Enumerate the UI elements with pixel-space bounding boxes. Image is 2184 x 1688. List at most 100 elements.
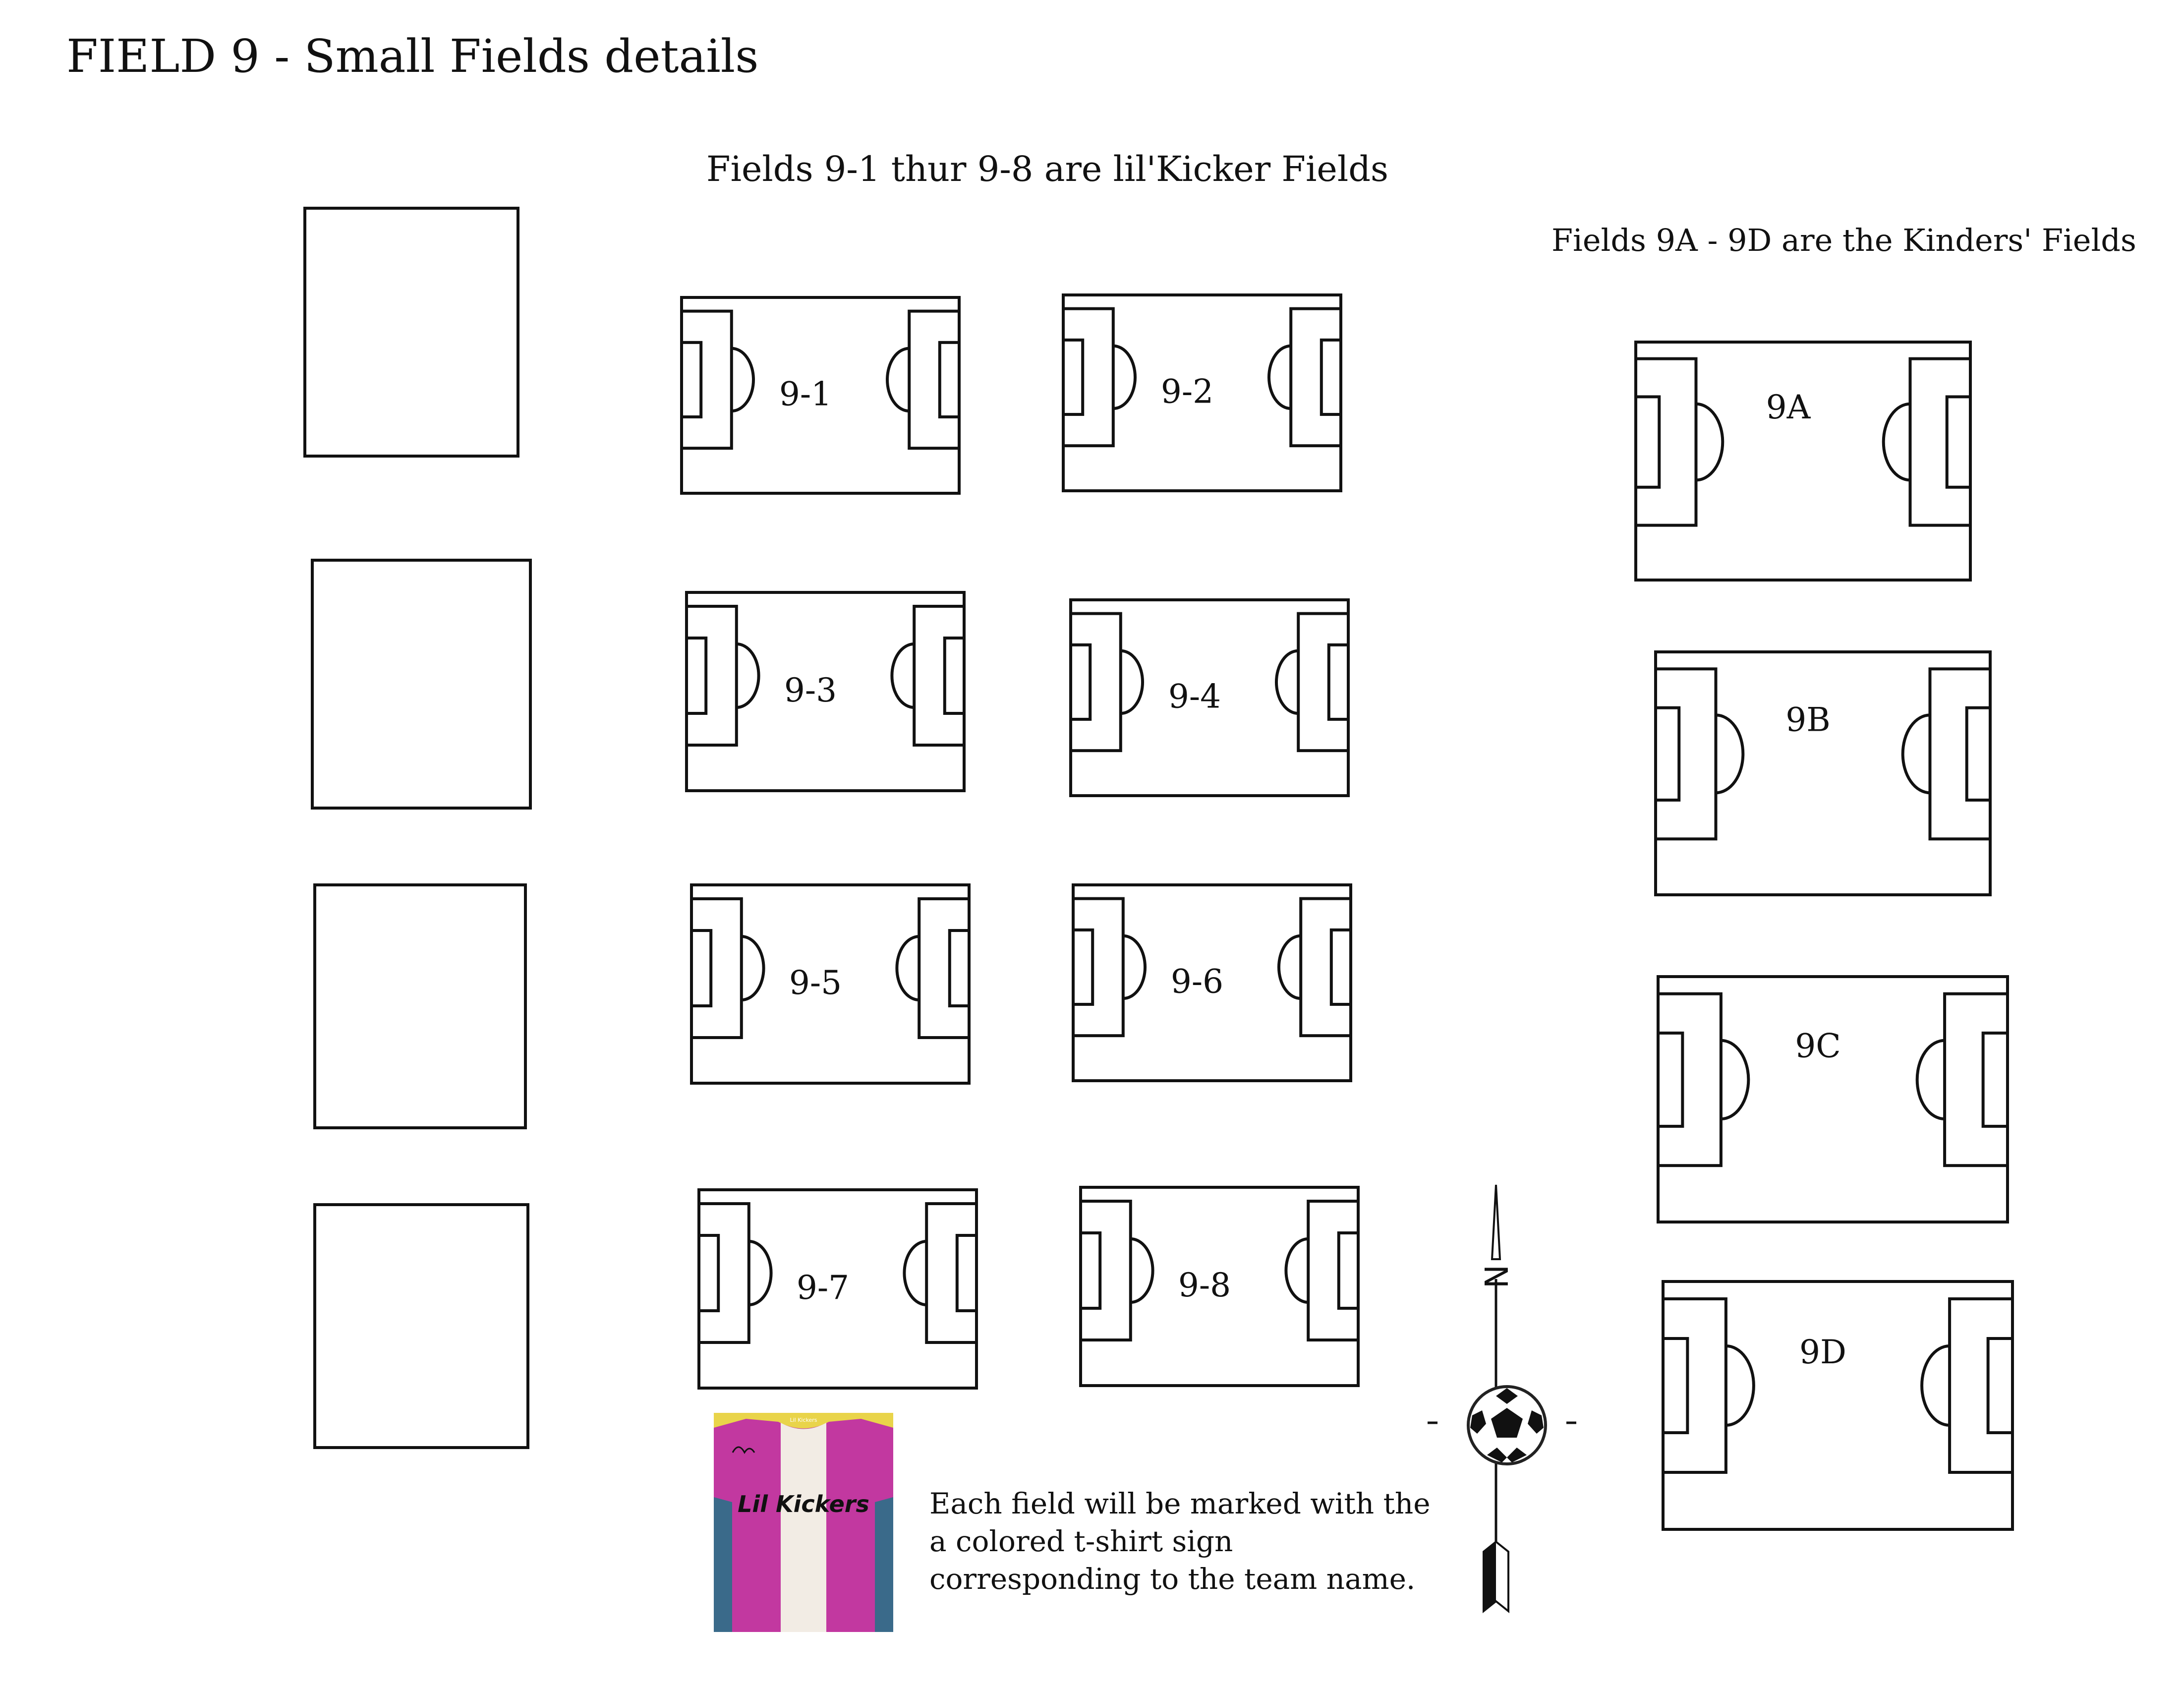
penalty-arc-left <box>1113 344 1137 410</box>
goal-area-left <box>1657 1031 1684 1128</box>
lil-kicker-field-1: 9-1 <box>680 296 961 495</box>
pitch-outline <box>685 591 966 792</box>
goal-area-left <box>1634 395 1661 489</box>
south-arrow-icon <box>1483 1540 1509 1614</box>
penalty-arc-right <box>1284 1237 1309 1304</box>
goal-area-left <box>680 341 703 418</box>
penalty-arc-left <box>1725 1344 1755 1427</box>
goal-area-right <box>1986 1337 2014 1434</box>
goal-area-right <box>1320 338 1343 416</box>
penalty-arc-left <box>1716 713 1745 795</box>
pitch-outline <box>1634 341 1972 582</box>
goal-area-left <box>1662 1337 1689 1434</box>
goal-area-right <box>938 341 961 418</box>
penalty-arc-left <box>1120 649 1145 715</box>
penalty-arc-right <box>885 347 910 413</box>
penalty-arc-right <box>1915 1039 1945 1121</box>
compass-north-label: N <box>1477 1265 1513 1288</box>
goal-area-right <box>948 929 971 1007</box>
sign-note: Each field will be marked with the a col… <box>929 1485 1431 1598</box>
goal-area-right <box>1327 643 1350 721</box>
lil-kicker-field-6: 9-6 <box>1072 883 1353 1082</box>
pitch-outline <box>680 296 961 495</box>
penalty-arc-right <box>1274 649 1299 715</box>
pitch-outline <box>1657 975 2009 1223</box>
penalty-arc-left <box>741 935 765 1001</box>
field-label: 9-6 <box>1171 962 1223 1000</box>
penalty-arc-left <box>748 1240 773 1306</box>
sign-note-line: Each field will be marked with the <box>929 1487 1431 1520</box>
goal-area-right <box>1329 928 1353 1006</box>
sign-note-line: corresponding to the team name. <box>929 1562 1416 1596</box>
field-label: 9B <box>1785 701 1831 739</box>
kinder-field-b: 9B <box>1654 650 1992 896</box>
goal-area-left <box>690 929 713 1007</box>
goal-area-right <box>943 637 966 715</box>
penalty-arc-right <box>890 642 915 709</box>
lil-kicker-field-2: 9-2 <box>1062 293 1343 492</box>
field-label: 9D <box>1799 1333 1846 1371</box>
penalty-arc-left <box>736 642 760 709</box>
empty-plot <box>313 883 527 1129</box>
kinder-caption: Fields 9A - 9D are the Kinders' Fields <box>1552 222 2136 258</box>
penalty-arc-left <box>1123 934 1147 1000</box>
pitch-outline <box>1062 293 1342 492</box>
pitch-outline <box>690 883 971 1085</box>
pitch-outline <box>1654 650 1992 896</box>
field-label: 9-3 <box>784 671 837 709</box>
penalty-arc-right <box>1920 1344 1950 1427</box>
lil-kicker-field-3: 9-3 <box>685 591 966 792</box>
penalty-arc-left <box>1696 402 1724 482</box>
field-label: 9-7 <box>797 1269 849 1307</box>
penalty-arc-left <box>731 347 755 413</box>
field-label: 9-1 <box>779 375 832 413</box>
field-label: 9-2 <box>1161 372 1213 410</box>
empty-plot <box>311 559 532 810</box>
goal-area-left <box>685 637 708 715</box>
goal-area-left <box>1062 338 1085 416</box>
goal-area-left <box>1079 1231 1102 1310</box>
empty-plot <box>303 207 519 458</box>
shirt-lil-kickers-text: Lil Kickers <box>738 1491 869 1517</box>
pitch-outline <box>697 1188 978 1390</box>
lil-kicker-caption: Fields 9-1 thur 9-8 are lil'Kicker Field… <box>706 149 1388 189</box>
goal-area-right <box>955 1234 978 1312</box>
lil-kickers-tshirt-sign: Lil Kickers Lil Kickers <box>714 1413 893 1632</box>
field-label: 9C <box>1795 1027 1841 1065</box>
soccer-ball-icon <box>1467 1385 1547 1465</box>
lil-kicker-field-5: 9-5 <box>690 883 971 1085</box>
penalty-arc-right <box>895 935 920 1001</box>
field-label: 9A <box>1766 388 1811 426</box>
empty-plot <box>313 1203 529 1449</box>
penalty-arc-right <box>903 1240 927 1306</box>
goal-area-right <box>1965 706 1992 802</box>
svg-text:Lil Kickers: Lil Kickers <box>790 1417 817 1423</box>
penalty-arc-right <box>1882 402 1910 482</box>
kinder-field-d: 9D <box>1662 1280 2014 1531</box>
goal-area-left <box>697 1234 720 1312</box>
pitch-outline <box>1072 883 1352 1082</box>
goal-area-right <box>1337 1231 1360 1310</box>
page-title: FIELD 9 - Small Fields details <box>66 30 759 83</box>
kinder-field-a: 9A <box>1634 341 1972 582</box>
goal-area-left <box>1069 643 1092 721</box>
penalty-arc-left <box>1130 1237 1154 1304</box>
pitch-outline <box>1662 1280 2014 1531</box>
lil-kicker-field-8: 9-8 <box>1079 1186 1360 1387</box>
kinder-field-c: 9C <box>1657 975 2010 1223</box>
field-label: 9-8 <box>1178 1266 1231 1304</box>
compass: N <box>1428 1184 1576 1614</box>
goal-area-right <box>1981 1031 2009 1128</box>
penalty-arc-right <box>1267 344 1291 410</box>
lil-kicker-field-4: 9-4 <box>1069 598 1350 797</box>
penalty-arc-right <box>1277 934 1301 1000</box>
sign-note-line: a colored t-shirt sign <box>929 1524 1233 1558</box>
goal-area-right <box>1945 395 1972 489</box>
lil-kicker-field-7: 9-7 <box>697 1188 978 1390</box>
penalty-arc-right <box>1901 713 1930 795</box>
goal-area-left <box>1654 706 1681 802</box>
penalty-arc-left <box>1721 1039 1750 1121</box>
goal-area-left <box>1072 928 1094 1006</box>
field-label: 9-4 <box>1168 677 1221 715</box>
